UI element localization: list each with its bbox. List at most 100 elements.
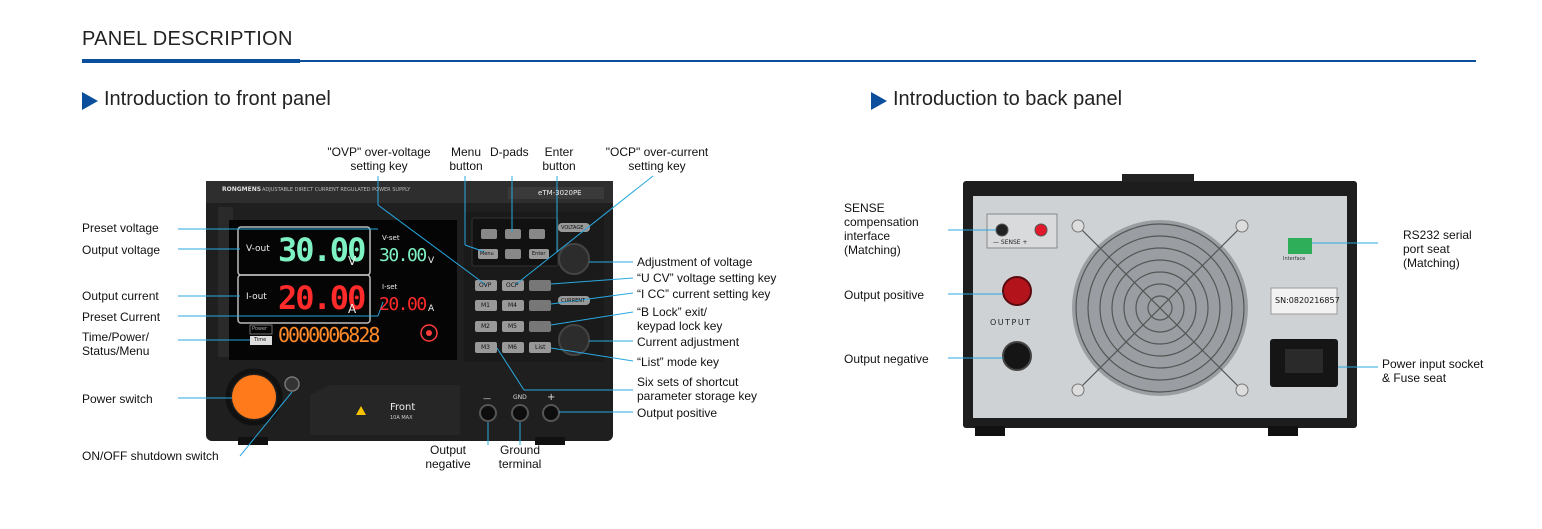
m6-key-label[interactable]: M6 [508,344,517,351]
label-shortcut-sets: Six sets of shortcut parameter storage k… [637,375,758,403]
m5-key-label[interactable]: M5 [508,323,517,330]
block-key [529,321,551,332]
vset-label: V-set [382,234,400,242]
terminal-minus-label: — [483,394,491,403]
warning-triangle-icon [356,406,366,415]
header-divider-accent [82,59,300,63]
m1-key-label[interactable]: M1 [481,302,490,309]
m3-key [475,342,497,353]
terminal-plus-label: + [547,392,556,403]
front-terminal-plate [310,385,460,435]
back-output-negative [1002,341,1032,371]
fan-screw [1235,383,1249,397]
ovp-key [475,280,497,291]
iout-box [237,274,371,324]
list-key-label[interactable]: List [535,344,546,351]
label-output-current: Output current [82,289,159,303]
label-ucv-key: “U CV” voltage setting key [637,271,777,285]
label-power-switch: Power switch [82,392,153,406]
rs232-connector [1288,238,1312,254]
label-ocp-key: "OCP" over-current setting key [605,145,709,173]
enter-key-label[interactable]: Enter [532,251,546,257]
m2-key-label[interactable]: M2 [481,323,490,330]
iset-unit: A [428,304,435,314]
terminal-gnd-label: GND [513,394,527,401]
dpad-up [505,229,521,239]
time-tag [250,336,272,345]
front-callout-lines [178,175,654,457]
label-output-positive: Output positive [637,406,718,420]
dpad-down [505,249,521,259]
foot-right [535,437,565,445]
vset-unit: V [428,256,435,266]
ucv-key [529,280,551,291]
label-output-voltage: Output voltage [82,243,161,257]
model-plate [508,187,604,199]
voltage-knob-label [558,223,590,232]
m3-key-label[interactable]: M3 [481,344,490,351]
label-icc-key: “I CC” current setting key [637,287,771,301]
vout-value: 30.00 [278,231,366,269]
label-power-socket: Power input socket & Fuse seat [1382,357,1484,385]
ovp-key-label[interactable]: OVP [479,282,492,289]
status-icon [420,324,438,342]
m6-key [502,342,524,353]
output-device-label: OUTPUT [990,318,1032,327]
header-divider [82,60,1476,62]
enter-key [529,249,549,259]
m4-key-label[interactable]: M4 [508,302,517,309]
back-panel-title: Introduction to back panel [893,88,1123,110]
label-preset-voltage: Preset voltage [82,221,159,235]
foot-left [238,437,268,445]
terminal-negative [479,404,497,422]
label-rs232: RS232 serial port seat (Matching) [1403,228,1472,270]
m5-key [502,321,524,332]
front-terminal-sub: 10A MAX [390,415,413,421]
time-tag-label: Time [254,337,267,343]
label-adj-voltage: Adjustment of voltage [637,255,753,269]
m1-key [475,300,497,311]
device-subtitle: ADJUSTABLE DIRECT CURRENT REGULATED POWE… [262,187,411,193]
label-sense: SENSE compensation interface (Matching) [844,201,919,257]
current-knob-text: CURRENT [561,298,586,304]
fan-grille [1075,223,1245,393]
iset-label: I-set [382,283,398,291]
power-socket-inner [1285,349,1323,373]
iout-unit: A [348,302,357,316]
label-output-negative: Output negative [425,443,471,471]
fan-screw [1071,383,1085,397]
device-model: eTM-3020PE [538,189,582,197]
label-back-output-negative: Output negative [844,352,929,366]
play-triangle-icon [82,92,98,110]
vset-value: 30.00 [379,245,427,266]
label-dpads: D-pads [490,145,529,159]
menu-key-label[interactable]: Menu [480,251,494,257]
label-current-adj: Current adjustment [637,335,740,349]
back-output-positive [1002,276,1032,306]
label-list-key: “List” mode key [637,355,720,369]
label-block-key: “B Lock” exit/ keypad lock key [637,305,723,333]
onoff-button [284,376,300,392]
ocp-key-label[interactable]: OCP [506,282,519,289]
voltage-knob-text: VOLTAGE [561,225,584,231]
icc-key [529,300,551,311]
fan-screw [1235,219,1249,233]
label-preset-current: Preset Current [82,310,161,324]
serial-plate [1270,287,1338,315]
label-menu-button: Menu button [449,145,483,173]
vout-label: V-out [246,244,270,254]
iout-label: I-out [246,292,267,302]
label-back-output-positive: Output positive [844,288,925,302]
back-handle [1122,174,1194,182]
sense-negative [995,223,1009,237]
label-onoff-switch: ON/OFF shutdown switch [82,449,219,463]
front-panel-title: Introduction to front panel [104,88,331,110]
list-key [529,342,551,353]
m4-key [502,300,524,311]
back-foot-left [975,426,1005,436]
dpad-right [529,229,545,239]
label-ovp-key: "OVP" over-voltage setting key [327,145,431,173]
status-icon-dot [426,330,432,336]
counter-value: 0000006828 [278,323,380,347]
